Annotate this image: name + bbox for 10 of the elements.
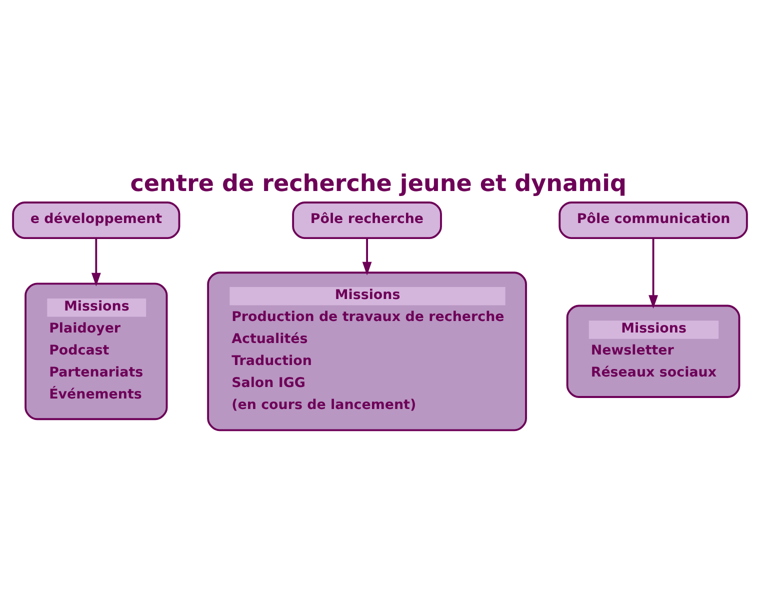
diagram-title: centre de recherche jeune et dynamiq: [130, 171, 626, 198]
node-box: Missions Plaidoyer Podcast Partenariats Événements: [24, 282, 168, 420]
arrow: [91, 238, 101, 286]
node-box: Missions Newsletter Réseaux sociaux: [566, 304, 740, 398]
node-box: e développement: [12, 202, 180, 239]
arrow: [362, 238, 372, 276]
arrow: [648, 238, 658, 309]
node-box: Missions Production de travaux de recherche Actualités Traduction Salon IGG (en cours de lancement): [207, 272, 527, 432]
node-box: Pôle communication: [558, 202, 748, 239]
node-box: Pôle recherche: [292, 202, 442, 239]
